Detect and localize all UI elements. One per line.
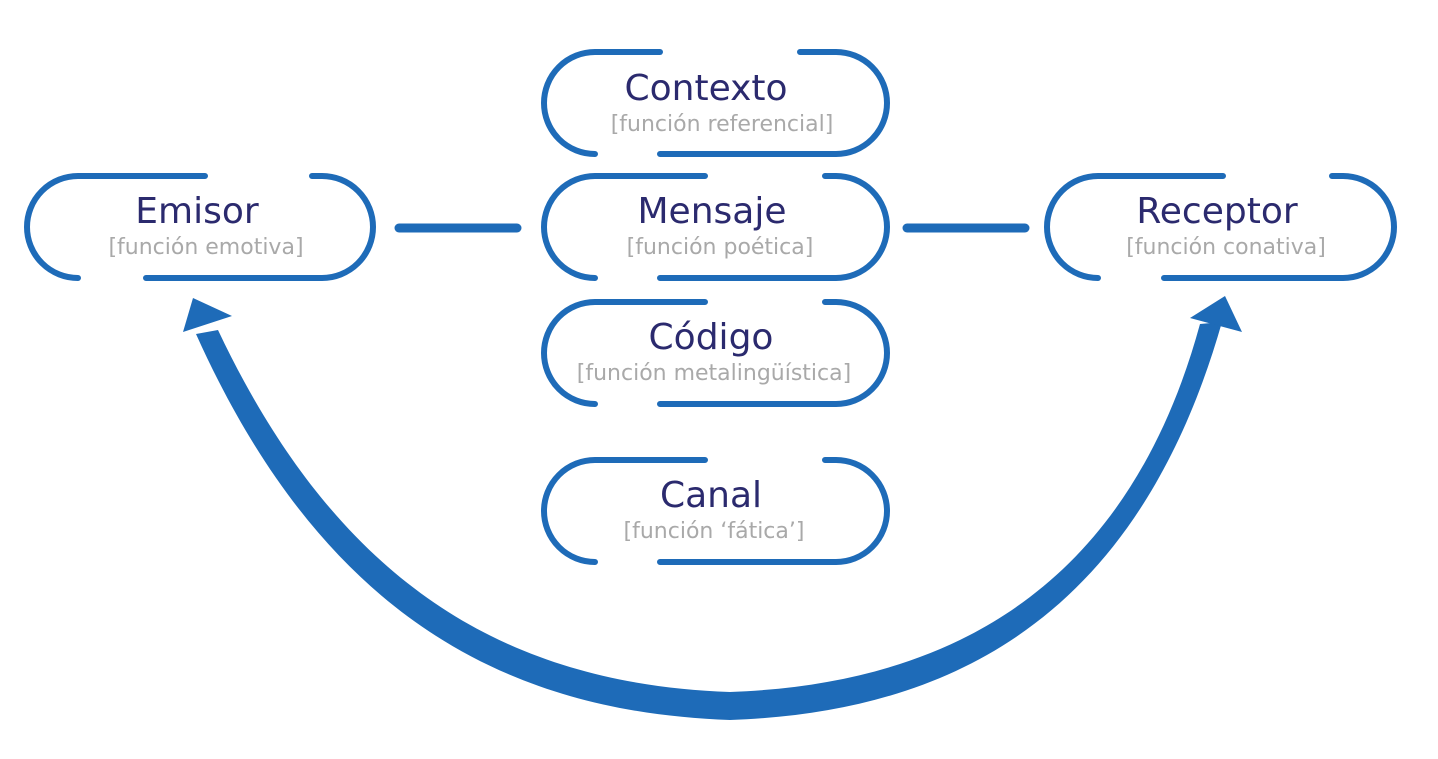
node-canal-frame-top: [541, 457, 708, 565]
node-codigo-subtitle: [función metalingüística]: [577, 361, 851, 386]
node-emisor-title: Emisor: [135, 191, 259, 232]
node-canal-title: Canal: [660, 475, 762, 516]
feedback-arrowhead-left: [183, 298, 232, 332]
node-mensaje-title: Mensaje: [638, 191, 787, 232]
feedback-arc: [196, 322, 1222, 720]
node-emisor-frame-top: [24, 173, 208, 281]
node-receptor-frame-bottom: [1161, 173, 1397, 281]
node-codigo-frame-bottom: [657, 299, 890, 407]
node-codigo-frame-top: [541, 299, 708, 407]
node-contexto-subtitle: [función referencial]: [611, 112, 834, 137]
node-canal-frame-bottom: [657, 457, 890, 565]
node-emisor-subtitle: [función emotiva]: [108, 235, 303, 260]
node-contexto-frame-top: [541, 49, 601, 157]
node-receptor-frame-top: [1044, 173, 1226, 281]
node-receptor-subtitle: [función conativa]: [1126, 235, 1326, 260]
node-receptor: Receptor [función conativa]: [1044, 173, 1397, 281]
node-codigo-title: Código: [649, 317, 774, 358]
node-contexto-title: Contexto: [624, 68, 787, 109]
feedback-arrowhead-right: [1190, 296, 1242, 332]
node-contexto-frame-bottom: [657, 49, 890, 157]
node-mensaje-frame-top: [541, 173, 708, 281]
node-contexto: Contexto [función referencial]: [541, 49, 890, 157]
node-mensaje: Mensaje [función poética]: [541, 173, 890, 281]
node-mensaje-subtitle: [función poética]: [627, 235, 814, 260]
node-mensaje-frame-bottom: [657, 173, 890, 281]
node-emisor-frame-bottom: [143, 173, 376, 281]
node-emisor: Emisor [función emotiva]: [24, 173, 376, 281]
node-canal: Canal [función ‘fática’]: [541, 457, 890, 565]
node-codigo: Código [función metalingüística]: [541, 299, 890, 407]
node-receptor-title: Receptor: [1136, 191, 1297, 232]
node-canal-subtitle: [función ‘fática’]: [624, 519, 805, 544]
